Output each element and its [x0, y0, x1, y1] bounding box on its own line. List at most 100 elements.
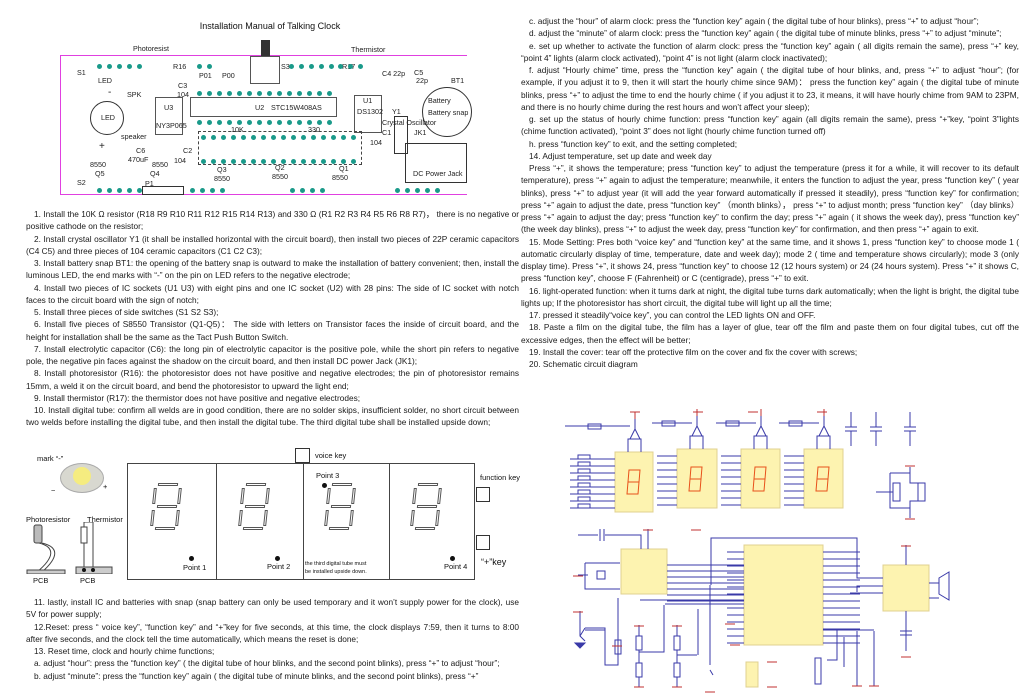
- capacitor: [904, 412, 916, 446]
- segment: [414, 527, 436, 530]
- label-u1-chip: DS1302: [357, 107, 383, 116]
- step: d. adjust the “minute” of alarm clock: p…: [529, 28, 1002, 39]
- transistor: [629, 419, 641, 440]
- wire: [876, 467, 918, 518]
- solder-pad: [231, 135, 236, 140]
- label-s2: S2: [77, 178, 86, 187]
- solder-pad: [287, 120, 292, 125]
- label-u2: U2: [255, 103, 265, 112]
- solder-pad: [311, 159, 316, 164]
- label-q1-type: 8550: [332, 173, 348, 182]
- step: 1. Install the 10K Ω resistor (R18 R9 R1…: [26, 209, 519, 232]
- voice-key-button: [295, 448, 310, 463]
- solder-pad: [348, 64, 353, 69]
- solder-pad: [257, 120, 262, 125]
- capacitor: [900, 545, 912, 651]
- step: b. adjust “minute”: press the “function …: [34, 670, 479, 681]
- solder-pad: [358, 64, 363, 69]
- component: [917, 482, 926, 502]
- label-q1: Q1: [339, 164, 349, 173]
- label-function-key: function key: [480, 473, 521, 482]
- solder-pad: [310, 188, 315, 193]
- ic-u3: [155, 97, 183, 135]
- header-p1: [142, 186, 184, 195]
- solder-pad: [435, 188, 440, 193]
- solder-pad: [257, 91, 262, 96]
- label-c3-value: 104: [177, 90, 189, 99]
- solder-pad: [307, 91, 312, 96]
- solder-pad: [317, 120, 322, 125]
- installation-steps-c-20: c. adjust the “hour” of alarm clock: pre…: [521, 15, 1019, 370]
- solder-pad: [261, 159, 266, 164]
- solder-pad: [237, 91, 242, 96]
- label-c3: C3: [178, 81, 188, 90]
- step: Press “+”, it shows the temperature; pre…: [521, 163, 1019, 235]
- solder-pad: [267, 120, 272, 125]
- label-photoresistor: Photoresistor: [26, 515, 71, 524]
- header: [814, 657, 822, 685]
- solder-pad: [211, 159, 216, 164]
- digit-divider: [389, 464, 390, 579]
- solder-pad: [97, 64, 102, 69]
- transistor: [691, 416, 703, 437]
- label-photoresist: Photoresist: [133, 44, 169, 53]
- label-c1-value: 104: [370, 138, 382, 147]
- digit-divider: [303, 464, 304, 579]
- solder-pad: [227, 91, 232, 96]
- battery-outline: [422, 87, 472, 137]
- label-pcb-2: PCB: [80, 576, 96, 585]
- page-title: Installation Manual of Talking Clock: [199, 21, 341, 31]
- label-q4: Q4: [150, 169, 160, 178]
- segment: [331, 483, 353, 486]
- label-y1: Y1: [392, 107, 401, 116]
- resistor: [577, 475, 591, 481]
- switch-s3-knob: [261, 40, 270, 56]
- solder-pad: [331, 135, 336, 140]
- solder-pad: [415, 188, 420, 193]
- segment: [150, 510, 155, 526]
- resistor-array: [198, 131, 362, 165]
- digit-symbol: [752, 466, 767, 492]
- solder-pad: [327, 120, 332, 125]
- solder-pad: [341, 159, 346, 164]
- ic-voice: [882, 564, 930, 612]
- function-key-button: [476, 487, 490, 502]
- label-speaker: speaker: [121, 132, 147, 141]
- label-p00: P00: [222, 71, 235, 80]
- solder-pad: [207, 120, 212, 125]
- label-q2: Q2: [275, 163, 285, 172]
- resistor: [577, 468, 591, 474]
- label-c2-value: 104: [174, 156, 186, 165]
- solder-pad: [107, 188, 112, 193]
- solder-pad: [301, 135, 306, 140]
- label-q5: Q5: [95, 169, 105, 178]
- wire: [578, 562, 620, 590]
- solder-pad: [201, 159, 206, 164]
- label-u2-chip: STC15W408AS: [271, 103, 322, 112]
- led-lens: [73, 467, 91, 485]
- resistor: [577, 461, 591, 467]
- segment: [410, 510, 415, 526]
- solder-pad: [221, 159, 226, 164]
- solder-pad: [127, 188, 132, 193]
- led-outline: [90, 101, 124, 135]
- solder-pad: [307, 120, 312, 125]
- label-led-small: LED: [98, 76, 112, 85]
- installation-steps-11-13: 11. lastly, install IC and batteries wit…: [26, 596, 519, 682]
- step: 13. Reset time, clock and hourly chime f…: [34, 646, 215, 656]
- transistor: [755, 416, 767, 437]
- solder-pad: [291, 159, 296, 164]
- label-thermistor: Thermistor: [87, 515, 123, 524]
- step: c. adjust the “hour” of alarm clock: pre…: [529, 16, 979, 26]
- solder-pad: [217, 91, 222, 96]
- label-u1: U1: [363, 96, 373, 105]
- solder-pad: [281, 159, 286, 164]
- point-4-dot: [450, 556, 455, 561]
- solder-pad: [197, 91, 202, 96]
- segment: [156, 505, 178, 508]
- solder-pad: [291, 135, 296, 140]
- solder-pad: [97, 188, 102, 193]
- wire: [816, 435, 831, 449]
- segment: [157, 483, 179, 486]
- resistor: [673, 635, 681, 651]
